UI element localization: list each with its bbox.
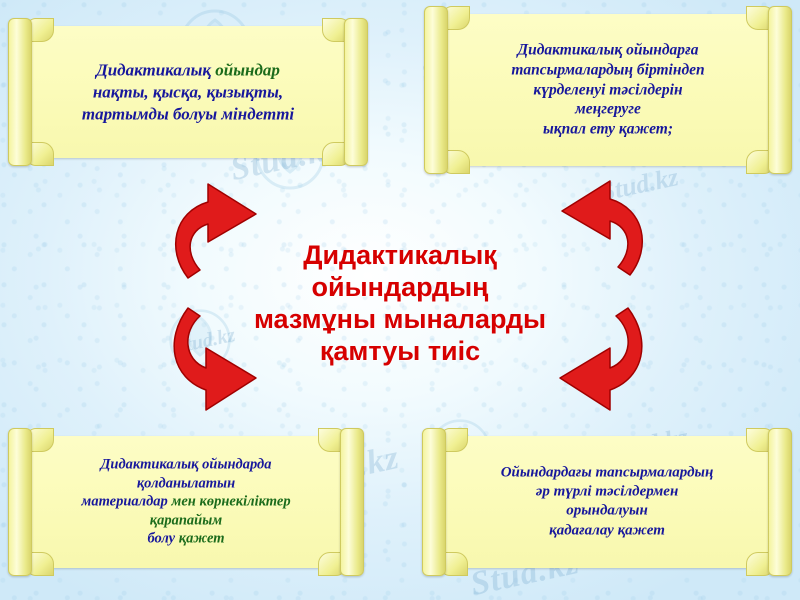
scroll-top-right: Дидактикалық ойындарға тапсырмалардың бір… [424, 6, 792, 174]
center-title-line: қамтуы тиіс [319, 335, 481, 366]
scroll-roll-right [340, 428, 364, 576]
text-run: нақты, қысқа, қызықты, [92, 82, 284, 102]
text-run: күрделенуі тәсілдерін [533, 81, 683, 99]
scroll-paper [24, 26, 352, 158]
text-run: қолданылатын [136, 475, 236, 492]
scroll-text-line: қарапайым [34, 511, 338, 530]
scroll-bottom-right: Ойындардағы тапсырмалардың әр түрлі тәсіл… [422, 428, 792, 576]
center-title-line: Дидактикалық [303, 240, 497, 270]
text-run: орындалуын [566, 503, 648, 519]
scroll-text-line: Дидактикалық ойындар [34, 59, 342, 81]
text-run: Дидактикалық ойындарға [517, 41, 699, 59]
text-run: болу [147, 530, 179, 547]
scroll-roll-right [344, 18, 368, 166]
scroll-text-line: болу қажет [34, 530, 338, 549]
scroll-text-line: меңгеруге [450, 100, 766, 120]
scroll-text: Дидактикалық ойындарға тапсырмалардың бір… [450, 40, 766, 139]
arrow-top-right [561, 180, 644, 276]
text-run: тапсырмалардың біртіндеп [511, 61, 705, 79]
text-run: қарапайым [149, 512, 223, 529]
scroll-text-line: қолданылатын [34, 474, 338, 493]
center-title-line: мазмұны мыналарды [253, 303, 547, 334]
text-run: меңгеруге [575, 100, 641, 118]
scroll-roll-right [768, 6, 792, 174]
scroll-text-line: қадағалау қажет [448, 521, 766, 540]
scroll-roll-left [8, 428, 32, 576]
scroll-roll-left [422, 428, 446, 576]
text-run: Дидактикалық ойындарда [100, 456, 272, 473]
scroll-text-line: ықпал ету қажет; [450, 120, 766, 140]
scroll-roll-left [8, 18, 32, 166]
text-run: ықпал ету қажет; [543, 120, 673, 138]
text-run: тартымды болуы міндетті [81, 103, 295, 123]
scroll-text-line: Ойындардағы тапсырмалардың [448, 464, 766, 483]
scroll-paper [438, 436, 776, 568]
scroll-paper [24, 436, 348, 568]
scroll-text-line: күрделенуі тәсілдерін [450, 80, 766, 100]
text-run: материалдар [81, 493, 172, 510]
arrow-bottom-left [173, 307, 257, 411]
scroll-paper [440, 14, 776, 166]
scroll-text-line: әр түрлі тәсілдермен [448, 483, 766, 502]
arrow-top-left [174, 183, 257, 279]
text-run: Ойындардағы тапсырмалардың [500, 464, 714, 481]
text-run: мен көрнекіліктер [171, 493, 291, 510]
text-run: қажет [178, 530, 225, 547]
scroll-text: Ойындардағы тапсырмалардың әр түрлі тәсіл… [448, 464, 766, 541]
text-run: Дидактикалық [96, 60, 216, 80]
scroll-text-line: материалдар мен көрнекіліктер [34, 493, 338, 512]
scroll-text-line: Дидактикалық ойындарға [450, 40, 766, 60]
scroll-text-line: нақты, қысқа, қызықты, [34, 81, 342, 103]
scroll-text-line: тартымды болуы міндетті [34, 103, 342, 125]
scroll-text-line: Дидактикалық ойындарда [34, 456, 338, 475]
scroll-text-line: орындалуын [448, 502, 766, 521]
scroll-roll-left [424, 6, 448, 174]
scroll-roll-right [768, 428, 792, 576]
arrow-bottom-right [559, 307, 643, 411]
text-run: қадағалау қажет [549, 522, 665, 539]
text-run: әр түрлі тәсілдермен [535, 483, 679, 500]
scroll-text-line: тапсырмалардың біртіндеп [450, 60, 766, 80]
center-title-line: ойындардың [311, 271, 489, 302]
text-run: ойындар [215, 60, 280, 80]
